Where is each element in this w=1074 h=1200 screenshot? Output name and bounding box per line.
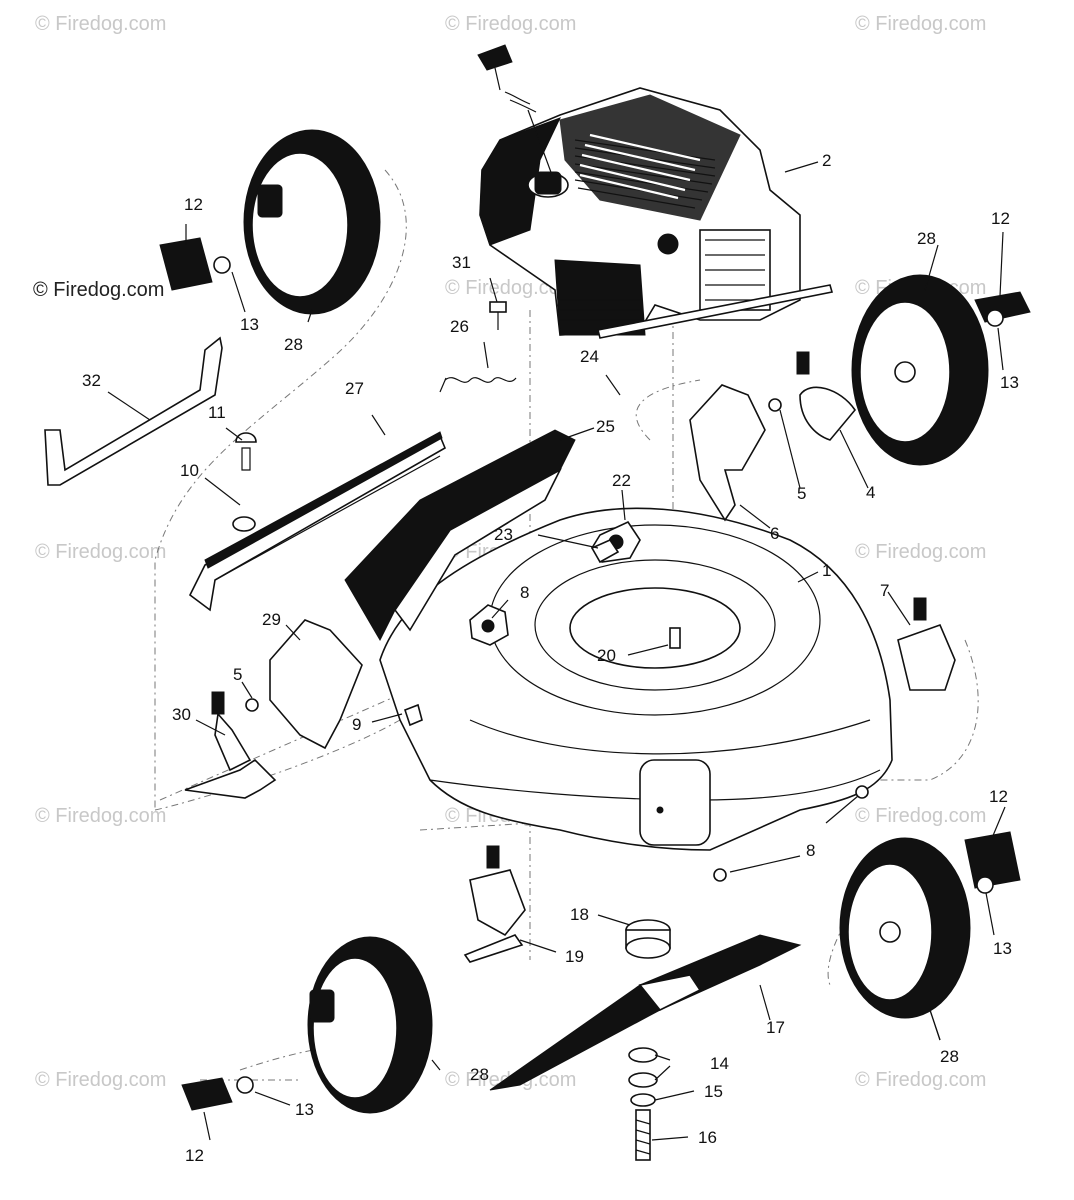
callout-12: 12 xyxy=(184,195,203,214)
callout-10: 10 xyxy=(180,461,199,480)
callout-31: 31 xyxy=(452,253,471,272)
rear-door-part-27 xyxy=(188,431,447,612)
callout-32: 32 xyxy=(82,371,101,390)
callout-22: 22 xyxy=(612,471,631,490)
callout-28: 28 xyxy=(940,1047,959,1066)
rod-part-24 xyxy=(597,284,834,339)
callout-26: 26 xyxy=(450,317,469,336)
callout-30: 30 xyxy=(172,705,191,724)
callout-19: 19 xyxy=(565,947,584,966)
callout-23: 23 xyxy=(494,525,513,544)
watermark: © Firedog.com xyxy=(35,541,166,563)
engine-cap-part xyxy=(477,44,553,176)
watermark: © Firedog.com xyxy=(855,13,986,35)
callout-12: 12 xyxy=(991,209,1010,228)
height-adjuster-plate-part-29 xyxy=(269,619,363,750)
callout-18: 18 xyxy=(570,905,589,924)
callout-13: 13 xyxy=(993,939,1012,958)
mower-deck-part-1 xyxy=(379,507,893,851)
wheel-part-28-top-left xyxy=(243,129,381,315)
callout-27: 27 xyxy=(345,379,364,398)
wheel-part-28-bottom-right xyxy=(839,837,971,1019)
height-adjuster-part-6 xyxy=(689,384,766,522)
watermark: © Firedog.com xyxy=(35,805,166,827)
fastener-parts xyxy=(232,398,869,882)
callout-17: 17 xyxy=(766,1018,785,1037)
callout-5: 5 xyxy=(233,665,242,684)
callout-16: 16 xyxy=(698,1128,717,1147)
callout-13: 13 xyxy=(1000,373,1019,392)
callout-28: 28 xyxy=(470,1065,489,1084)
watermark: © Firedog.com xyxy=(855,1069,986,1091)
callout-15: 15 xyxy=(704,1082,723,1101)
wheel-part-28-bottom-left xyxy=(307,936,433,1114)
callout-13: 13 xyxy=(240,315,259,334)
callout-14: 14 xyxy=(710,1054,729,1073)
watermark: © Firedog.com xyxy=(855,541,986,563)
bolt-part-31 xyxy=(489,301,507,330)
height-adjuster-part-7 xyxy=(897,597,956,691)
callout-5: 5 xyxy=(797,484,806,503)
callout-9: 9 xyxy=(352,715,361,734)
callout-11: 11 xyxy=(208,403,226,422)
callout-12: 12 xyxy=(989,787,1008,806)
callout-8: 8 xyxy=(520,583,529,602)
washer-parts-14-15 xyxy=(628,1047,658,1107)
blade-bolt-part-16 xyxy=(635,1109,651,1161)
callout-6: 6 xyxy=(770,524,779,543)
engine-part-2 xyxy=(479,87,801,336)
chute-deflector-part-25 xyxy=(344,429,576,642)
callout-2: 2 xyxy=(822,151,831,170)
callout-25: 25 xyxy=(596,417,615,436)
watermark: © Firedog.com xyxy=(445,13,576,35)
callout-4: 4 xyxy=(866,483,875,502)
spring-part-26 xyxy=(439,377,517,393)
watermark: © Firedog.com xyxy=(35,1069,166,1091)
watermark: © Firedog.com xyxy=(855,805,986,827)
watermark: © Firedog.com xyxy=(35,13,166,35)
callout-24: 24 xyxy=(580,347,599,366)
height-adjuster-part-30 xyxy=(184,691,277,799)
engine-cooling-fins xyxy=(559,94,741,221)
blade-part-17 xyxy=(489,934,802,1091)
callout-12: 12 xyxy=(185,1146,204,1165)
callout-28: 28 xyxy=(917,229,936,248)
callout-29: 29 xyxy=(262,610,281,629)
leader-lines xyxy=(107,161,1006,1141)
callout-20: 20 xyxy=(597,646,616,665)
wheel-part-28-top-right xyxy=(851,274,989,466)
height-adjuster-lever-part-4 xyxy=(796,351,857,441)
callout-1: 1 xyxy=(822,561,831,580)
callout-8: 8 xyxy=(806,841,815,860)
callout-labels: 2 1 4 5 5 6 7 8 8 9 10 11 12 12 12 12 13… xyxy=(82,151,1019,1165)
height-adjuster-part-19 xyxy=(463,845,526,963)
wheel-nut-part-13 xyxy=(213,256,1004,1094)
callout-13: 13 xyxy=(295,1100,314,1119)
callout-7: 7 xyxy=(880,581,889,600)
blade-adapter-part-18 xyxy=(625,919,671,959)
hub-cap-part-12 xyxy=(159,237,1031,1111)
callout-28: 28 xyxy=(284,335,303,354)
handle-bracket-part-32 xyxy=(44,336,223,486)
watermark-dark: © Firedog.com xyxy=(33,279,164,301)
